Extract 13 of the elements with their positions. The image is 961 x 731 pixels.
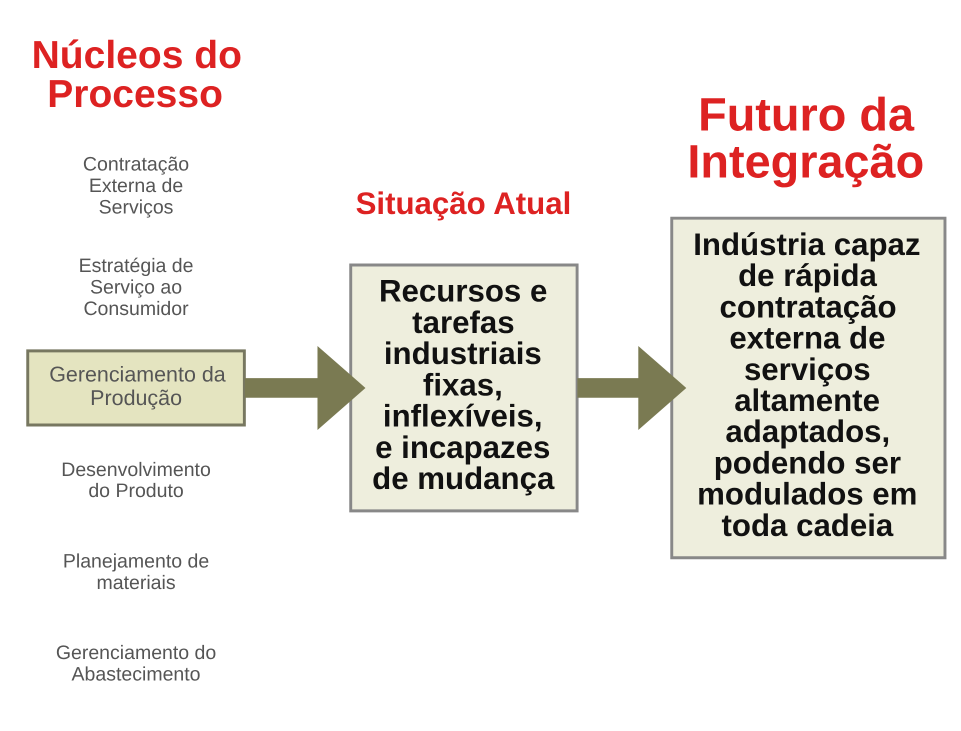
node-box: Gerenciamento da Produção xyxy=(26,349,246,426)
label: Núcleos do Processo xyxy=(32,34,242,116)
label: Gerenciamento do Abastecimento xyxy=(56,642,216,686)
label: Desenvolvimento do Produto xyxy=(61,458,211,502)
label: Estratégia de Serviço ao Consumidor xyxy=(78,254,194,320)
label: Situação Atual xyxy=(356,186,572,221)
arrow xyxy=(577,346,686,430)
node-box: Recursos e tarefas industriais fixas, inflexíveis, e incapazes de mudança xyxy=(349,264,579,512)
label: Futuro da Integração xyxy=(687,88,924,188)
label: Planejamento de materiais xyxy=(62,550,210,594)
node-box: Indústria capaz de rápida contratação externa de serviços altamente adaptados, podendo ser modulados em toda cadeia xyxy=(670,216,946,560)
arrow xyxy=(244,346,366,430)
label: Contratação Externa de Serviços xyxy=(82,153,190,218)
